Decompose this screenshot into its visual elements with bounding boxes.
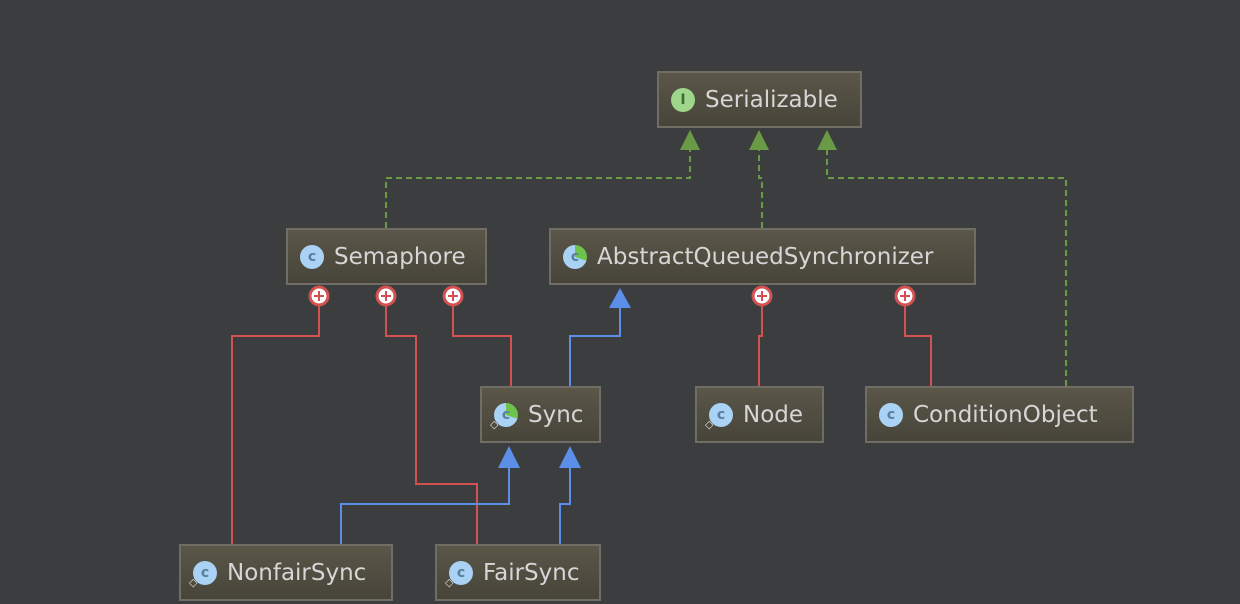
- edge-condition-serializable: [826, 148, 1067, 386]
- node-serializable[interactable]: I Serializable: [657, 71, 862, 128]
- node-label: Sync: [528, 401, 584, 428]
- inner-class-markers: [308, 285, 916, 307]
- static-class-icon: c◇: [705, 402, 733, 431]
- node-semaphore[interactable]: c Semaphore: [286, 228, 487, 285]
- static-class-icon: c◇: [445, 560, 473, 589]
- inner-class-edges: [231, 304, 932, 544]
- node-label: Serializable: [705, 86, 838, 113]
- node-sync[interactable]: c◇ Sync: [480, 386, 601, 443]
- implements-edges: [385, 148, 1067, 386]
- node-aqs[interactable]: c AbstractQueuedSynchronizer: [549, 228, 976, 285]
- node-condition-object[interactable]: c ConditionObject: [865, 386, 1134, 443]
- node-label: FairSync: [483, 559, 580, 586]
- extends-arrows: [498, 288, 631, 468]
- static-abstract-class-icon: c◇: [490, 402, 518, 431]
- static-class-icon: c◇: [189, 560, 217, 589]
- class-icon: c: [879, 402, 903, 427]
- extends-edges: [340, 306, 621, 544]
- node-label: AbstractQueuedSynchronizer: [597, 243, 934, 270]
- edge-semaphore-serializable: [385, 148, 691, 228]
- class-icon: c: [300, 244, 324, 269]
- implements-arrows: [680, 130, 837, 150]
- abstract-class-icon: c: [563, 244, 587, 269]
- node-fair-sync[interactable]: c◇ FairSync: [435, 544, 601, 601]
- interface-icon: I: [671, 87, 695, 112]
- node-node[interactable]: c◇ Node: [695, 386, 824, 443]
- edge-aqs-serializable: [758, 148, 763, 228]
- node-label: ConditionObject: [913, 401, 1098, 428]
- node-nonfair-sync[interactable]: c◇ NonfairSync: [179, 544, 393, 601]
- node-label: Semaphore: [334, 243, 466, 270]
- node-label: Node: [743, 401, 804, 428]
- node-label: NonfairSync: [227, 559, 367, 586]
